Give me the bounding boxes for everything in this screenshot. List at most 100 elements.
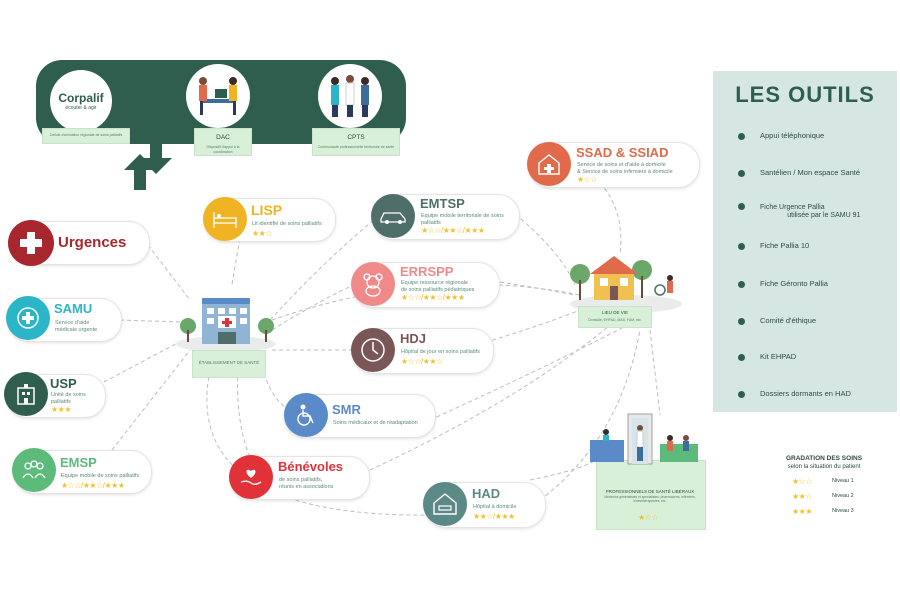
emtsp-stars: ★☆☆/★★☆/★★★ <box>421 226 485 235</box>
corpalif-caption-box: Cellule d'animation régionale de soins p… <box>42 128 130 144</box>
errspp-subtitle: Equipe ressource régionale de soins pall… <box>401 280 475 293</box>
bullet-icon <box>738 280 745 288</box>
building-icon <box>4 372 48 416</box>
outils-title: LES OUTILS <box>735 82 875 107</box>
arrows-icon <box>124 138 172 190</box>
corpalif-caption: Cellule d'animation régionale de soins p… <box>49 133 123 137</box>
car-icon <box>371 194 415 238</box>
bullet-icon <box>738 169 745 177</box>
gradation-subtitle: selon la situation du patient <box>787 464 861 470</box>
house-illustration <box>570 256 682 313</box>
cross-icon <box>8 220 54 266</box>
emsp-stars: ★☆☆/★★☆/★★★ <box>61 481 125 490</box>
outil-label: Kit EHPAD <box>760 352 797 361</box>
lieu-de-vie-label: LIEU DE VIE <box>601 310 628 315</box>
etablissement-label-box: ÉTABLISSEMENT DE SANTÉ <box>192 350 266 378</box>
outil-item: Fiche Urgence Pallia utilisée par le SAM… <box>738 201 860 223</box>
outil-label: Appui téléphonique <box>760 131 825 140</box>
ssad-title: SSAD & SSIAD <box>576 145 669 160</box>
ssad-stars: ★☆☆ <box>577 175 598 184</box>
gradation-level-label: Niveau 2 <box>832 493 854 499</box>
professionnels-box <box>596 460 706 530</box>
lisp-subtitle: Lit identifié de soins palliatifs <box>252 221 322 227</box>
outil-label: Santélien / Mon espace Santé <box>760 168 861 177</box>
cpts-caption-box: CPTS Communauté professionnelle territor… <box>312 128 400 156</box>
errspp-title: ERRSPP <box>400 264 454 279</box>
lieu-de-vie-caption: Domicile, EHPAD, MAS, FAM, etc. <box>588 318 642 322</box>
professionnels-stars: ★☆☆ <box>638 513 659 522</box>
professionnels-label: PROFESSIONNELS DE SANTÉ LIBÉRAUX <box>605 489 695 494</box>
medical-office-illustration <box>590 413 698 465</box>
bullet-icon <box>738 203 745 210</box>
hdj-subtitle: Hôpital de jour en soins palliatifs <box>401 349 480 355</box>
samu-title: SAMU <box>54 301 93 316</box>
outil-item: Santélien / Mon espace Santé <box>738 166 860 180</box>
dac-caption: Dispositif d'appui à la coordination <box>206 145 240 154</box>
had-subtitle: Hôpital à domicile <box>473 504 517 510</box>
ssad-subtitle: Service de soins et d'aide à domicile & … <box>577 162 673 175</box>
hdj-stars: ★☆☆/★★☆ <box>401 357 443 366</box>
emtsp-subtitle: Equipe mobile territoriale de soins pall… <box>421 213 504 226</box>
hdj-title: HDJ <box>400 331 427 346</box>
urgences-title: Urgences <box>58 234 127 251</box>
hospital-illustration <box>176 298 276 352</box>
had-title: HAD <box>472 486 501 501</box>
errspp-stars: ★☆☆/★★☆/★★★ <box>401 293 465 302</box>
dac-label: DAC <box>216 134 230 141</box>
bullet-icon <box>738 317 745 325</box>
corpalif-logo: Corpalif écouter & agir <box>50 70 112 132</box>
benevoles-title: Bénévoles <box>278 459 344 474</box>
outil-item: Comité d'éthique <box>738 314 816 328</box>
emsp-title: EMSP <box>60 455 97 470</box>
bullet-icon <box>738 242 745 250</box>
corpalif-logo-name: Corpalif <box>58 91 104 105</box>
outil-label: Dossiers dormants en HAD <box>760 389 851 398</box>
gradation-level-label: Niveau 3 <box>832 508 854 514</box>
usp-stars: ★★★ <box>51 405 72 414</box>
benevoles-subtitle: de soins palliatifs, réunis en associati… <box>279 477 334 490</box>
outil-label: Fiche Géronto Pallia <box>760 279 828 288</box>
outil-item: Kit EHPAD <box>738 350 796 364</box>
cpts-caption: Communauté professionnelle territoriale … <box>317 145 395 149</box>
emsp-subtitle: Equipe mobile de soins palliatifs <box>61 473 140 479</box>
professionnels-caption: Médecins généralistes et spécialistes, p… <box>604 495 696 504</box>
lisp-title: LISP <box>251 202 283 218</box>
bed-icon <box>203 197 247 241</box>
gradation-stars: ★★☆ <box>792 492 813 501</box>
outil-item: Dossiers dormants en HAD <box>738 387 851 401</box>
team-icon <box>199 77 237 115</box>
cpts-illustration <box>318 64 382 128</box>
samu-subtitle: Service d'aide médicale urgente <box>55 320 98 333</box>
emtsp-title: EMTSP <box>420 196 465 211</box>
bullet-icon <box>738 132 745 140</box>
gradation-title: GRADATION DES SOINS <box>785 455 863 462</box>
smr-title: SMR <box>332 402 361 417</box>
outil-label: Comité d'éthique <box>760 316 817 325</box>
gradation-stars: ★☆☆ <box>792 477 813 486</box>
home-care-icon <box>527 142 571 186</box>
had-stars: ★★☆/★★★ <box>473 512 515 521</box>
outil-label: Fiche Urgence Pallia utilisée par le SAM… <box>760 204 861 219</box>
cpts-label: CPTS <box>347 134 365 141</box>
doctors-icon <box>331 75 369 117</box>
team-members-icon <box>12 448 56 492</box>
outil-label: Fiche Pallia 10 <box>760 241 810 250</box>
clock-icon <box>351 328 395 372</box>
lieu-de-vie-box: LIEU DE VIE Domicile, EHPAD, MAS, FAM, e… <box>578 306 652 328</box>
outil-item: Fiche Géronto Pallia <box>738 277 828 291</box>
house-bed-icon <box>423 482 467 526</box>
corpalif-logo-tagline: écouter & agir <box>65 105 97 111</box>
outil-item: Appui téléphonique <box>738 129 824 143</box>
teddy-bear-icon <box>351 262 395 306</box>
usp-title: USP <box>50 376 77 391</box>
gradation-stars: ★★★ <box>792 507 813 516</box>
medical-hand-icon <box>6 296 50 340</box>
outil-item: Fiche Pallia 10 <box>738 239 809 253</box>
dac-illustration <box>186 64 250 128</box>
gradation-level-label: Niveau 1 <box>832 478 854 484</box>
dac-caption-box: DAC Dispositif d'appui à la coordination <box>194 128 252 156</box>
heart-hand-icon <box>229 455 273 499</box>
wheelchair-icon <box>284 393 328 437</box>
etablissement-label: ÉTABLISSEMENT DE SANTÉ <box>198 360 260 365</box>
smr-subtitle: Soins médicaux et de réadaptation <box>333 420 418 426</box>
